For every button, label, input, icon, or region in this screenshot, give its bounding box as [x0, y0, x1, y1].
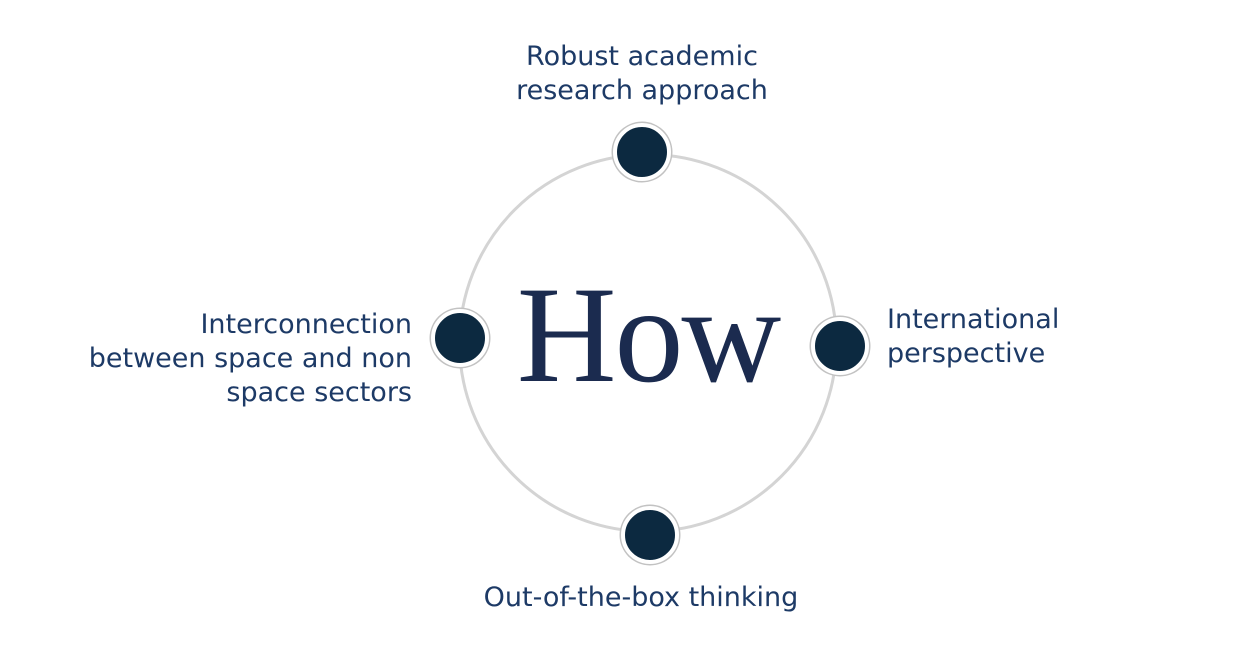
- label-left: Interconnection between space and non sp…: [42, 308, 412, 410]
- label-right-line-1: International: [887, 304, 1060, 335]
- label-left-line-1: Interconnection: [200, 309, 412, 340]
- label-bottom-line-1: Out-of-the-box thinking: [483, 582, 799, 613]
- node-dot-left: [431, 309, 489, 367]
- label-left-line-3: space sectors: [226, 377, 412, 408]
- label-bottom: Out-of-the-box thinking: [441, 581, 841, 615]
- label-right-line-2: perspective: [887, 338, 1046, 369]
- label-top: Robust academic research approach: [462, 40, 822, 108]
- node-dot-top: [613, 123, 671, 181]
- label-right: International perspective: [887, 303, 1217, 371]
- label-top-line-2: research approach: [516, 75, 768, 106]
- label-top-line-1: Robust academic: [526, 41, 758, 72]
- node-dot-bottom: [621, 506, 679, 564]
- center-label: How: [516, 258, 781, 411]
- label-left-line-2: between space and non: [88, 343, 412, 374]
- node-dot-right: [811, 317, 869, 375]
